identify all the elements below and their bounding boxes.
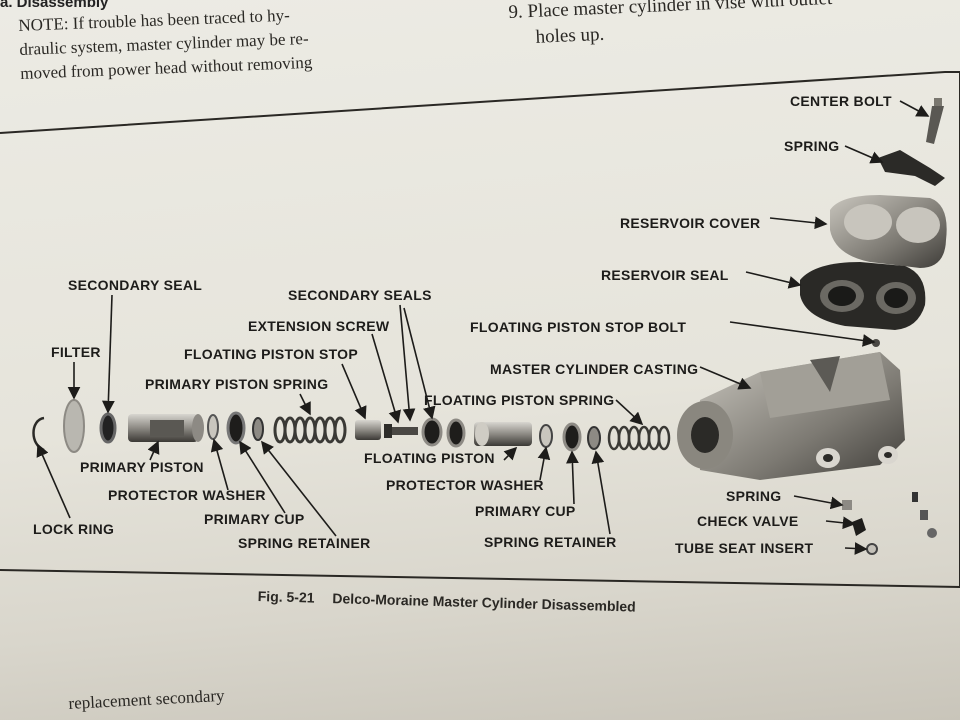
label-spring-top: SPRING	[784, 138, 839, 154]
label-spring-retainer-right: SPRING RETAINER	[484, 534, 617, 550]
reservoir-cover-icon	[830, 195, 947, 268]
label-filter: FILTER	[51, 344, 101, 360]
label-floating-piston-stop-bolt: FLOATING PISTON STOP BOLT	[470, 319, 686, 335]
spring-retainer-left-icon	[252, 417, 264, 441]
reservoir-spring-icon	[878, 150, 945, 186]
filter-icon	[63, 399, 85, 453]
label-floating-piston-spring: FLOATING PISTON SPRING	[424, 392, 614, 408]
secondary-seal-icon	[99, 412, 117, 444]
protector-washer-left-icon	[207, 414, 219, 440]
secondary-seals-icon	[446, 418, 466, 448]
tube-seat-insert-icon	[866, 543, 878, 555]
label-primary-cup-right: PRIMARY CUP	[475, 503, 576, 519]
label-primary-cup-left: PRIMARY CUP	[204, 511, 305, 527]
center-bolt-icon	[926, 98, 944, 144]
label-reservoir-seal: RESERVOIR SEAL	[601, 267, 729, 283]
primary-piston-icon	[128, 414, 204, 442]
floating-piston-stop-icon	[355, 420, 381, 440]
spring-retainer-right-icon	[587, 426, 601, 450]
label-reservoir-cover: RESERVOIR COVER	[620, 215, 760, 231]
leader-lines	[36, 100, 930, 555]
label-spring-retainer-left: SPRING RETAINER	[238, 535, 371, 551]
loose-part-icon	[920, 510, 928, 520]
figure-frame	[0, 71, 960, 589]
primary-cup-right-icon	[562, 422, 582, 452]
check-valve-icon	[852, 518, 866, 536]
primary-piston-spring-icon	[273, 416, 347, 444]
label-lock-ring: LOCK RING	[33, 521, 114, 537]
label-secondary-seals: SECONDARY SEALS	[288, 287, 432, 303]
loose-part-icon	[912, 492, 918, 502]
floating-piston-icon	[474, 422, 532, 446]
secondary-seals-icon	[421, 417, 443, 447]
label-spring-bottom: SPRING	[726, 488, 781, 504]
label-secondary-seal: SECONDARY SEAL	[68, 277, 202, 293]
label-primary-piston-spring: PRIMARY PISTON SPRING	[145, 376, 328, 392]
extension-screw-icon	[384, 424, 418, 438]
label-protector-washer-left: PROTECTOR WASHER	[108, 487, 266, 503]
label-extension-screw: EXTENSION SCREW	[248, 318, 390, 334]
reservoir-seal-icon	[800, 262, 926, 330]
primary-cup-left-icon	[226, 411, 246, 445]
loose-part-icon	[927, 528, 937, 538]
label-floating-piston: FLOATING PISTON	[364, 450, 495, 466]
floating-piston-spring-icon	[607, 425, 671, 451]
label-primary-piston: PRIMARY PISTON	[80, 459, 204, 475]
label-check-valve: CHECK VALVE	[697, 513, 799, 529]
label-protector-washer-right: PROTECTOR WASHER	[386, 477, 544, 493]
small-spring-icon	[842, 500, 852, 510]
stop-bolt-icon	[872, 339, 880, 347]
label-master-cylinder-casting: MASTER CYLINDER CASTING	[490, 361, 698, 377]
label-floating-piston-stop: FLOATING PISTON STOP	[184, 346, 358, 362]
label-center-bolt: CENTER BOLT	[790, 93, 892, 109]
label-tube-seat-insert: TUBE SEAT INSERT	[675, 540, 813, 556]
section-heading: a. Disassembly	[0, 0, 109, 11]
protector-washer-right-icon	[539, 424, 553, 448]
figure-number: Fig. 5-21	[257, 588, 315, 606]
